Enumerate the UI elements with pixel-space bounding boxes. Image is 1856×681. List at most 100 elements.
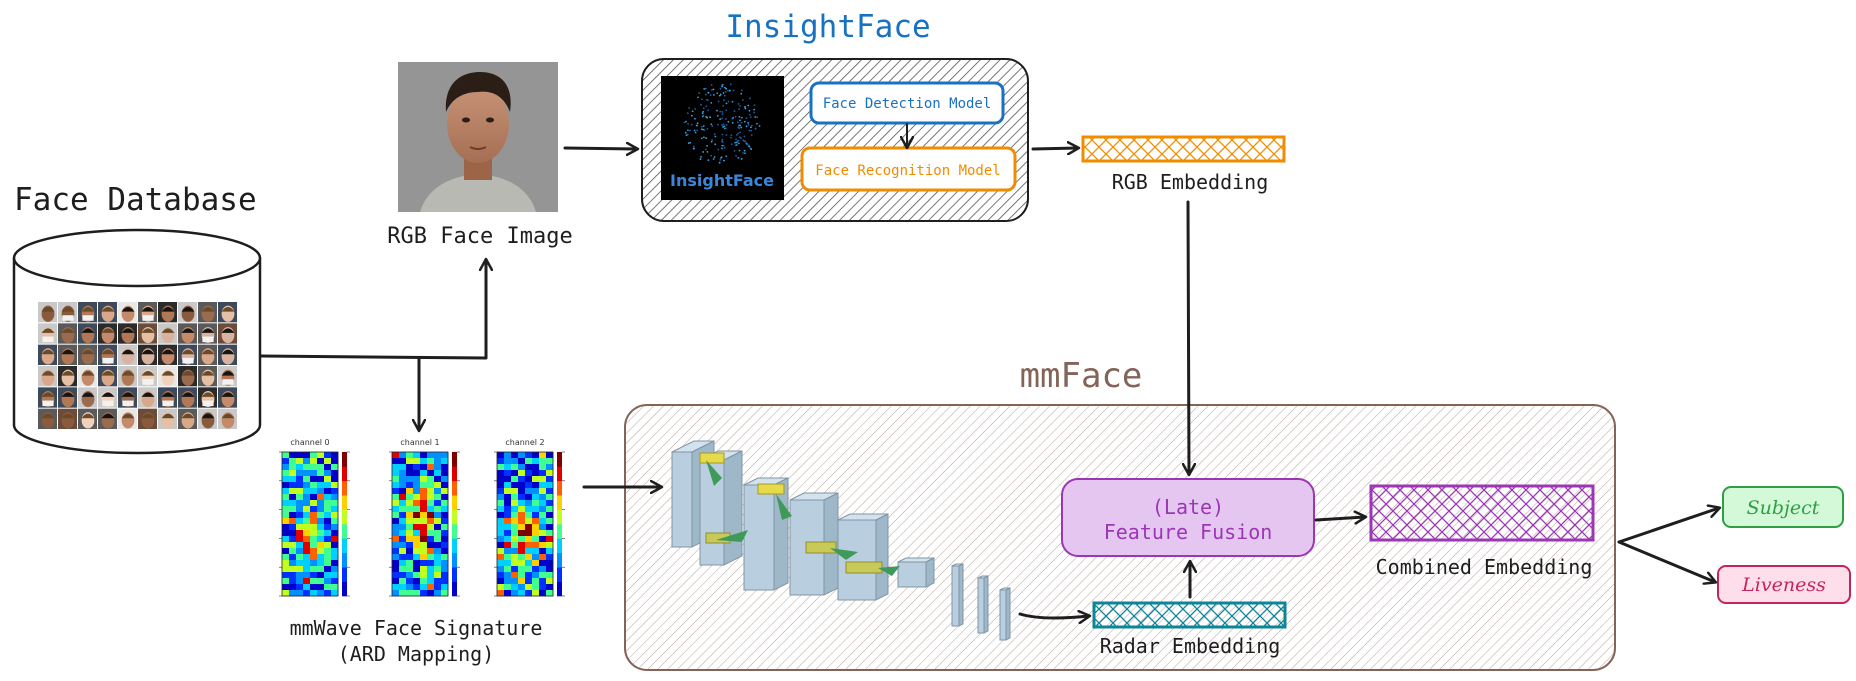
cnn-layer	[999, 587, 1011, 641]
heatmap-panel: channel 2	[494, 438, 565, 597]
cnn-layer	[743, 477, 789, 591]
rgb-to-insightface-arrow	[563, 148, 637, 149]
heatmap-panel: channel 0	[279, 438, 350, 597]
face-thumbnail	[138, 408, 157, 429]
face-thumbnail	[78, 366, 97, 387]
subject-output-label: Subject	[1747, 497, 1820, 519]
face-thumbnail	[78, 323, 97, 344]
cnn-layer	[897, 557, 935, 588]
insightface-title: InsightFace	[725, 9, 930, 45]
face-thumbnail	[98, 344, 117, 365]
face-thumbnail	[38, 302, 57, 323]
combined-to-subject-arrow	[1617, 508, 1719, 544]
face-thumbnail	[78, 387, 97, 408]
face-thumbnail	[218, 302, 237, 323]
face-thumbnail	[158, 366, 177, 387]
face-thumbnail	[138, 323, 157, 344]
face-thumbnail	[198, 302, 217, 323]
liveness-output-box	[1717, 565, 1851, 604]
feature-fusion-late-label: (Late)	[1152, 495, 1224, 519]
mmwave-signature-label-line2: (ARD Mapping)	[338, 642, 495, 666]
face-thumbnail	[118, 323, 137, 344]
face-thumbnail	[198, 366, 217, 387]
face-thumbnail	[78, 344, 97, 365]
fusion-to-combined-arrow	[1314, 517, 1365, 520]
combined-to-liveness-arrow	[1617, 540, 1715, 582]
rgb-embedding-bar	[1081, 135, 1286, 163]
mmwave-signature-label-line1: mmWave Face Signature	[290, 616, 543, 640]
heatmap-title: channel 0	[290, 438, 329, 447]
rgb-embedding-to-fusion-arrow	[1188, 200, 1189, 474]
face-thumbnail	[38, 387, 57, 408]
rgb-embedding-label: RGB Embedding	[1112, 170, 1269, 194]
feature-fusion-box	[1061, 478, 1315, 557]
face-thumbnail	[58, 323, 77, 344]
face-thumbnail	[218, 408, 237, 429]
cnn-layer	[699, 450, 743, 566]
face-thumbnail	[38, 323, 57, 344]
liveness-output-label: Liveness	[1741, 574, 1826, 596]
face-thumbnail	[178, 344, 197, 365]
cnn-layer	[977, 575, 989, 634]
face-detection-model-label: Face Detection Model	[823, 96, 992, 112]
face-thumbnail	[118, 344, 137, 365]
face-thumbnail	[138, 302, 157, 323]
face-thumbnail	[118, 408, 137, 429]
mmwave-heatmaps: channel 0 channel 1 channel 2	[279, 438, 565, 597]
conv-kernels	[699, 452, 900, 576]
subject-output-box	[1722, 486, 1844, 528]
cnn-to-radar-embedding-arrow	[1018, 614, 1089, 618]
cnn-layer	[951, 563, 964, 627]
rgb-face-image-label: RGB Face Image	[387, 224, 572, 249]
face-thumbnail	[58, 366, 77, 387]
face-thumbnail	[158, 302, 177, 323]
face-thumbnail	[198, 323, 217, 344]
face-thumbnail	[118, 366, 137, 387]
face-thumbnail	[218, 387, 237, 408]
radar-embedding-bar	[1092, 601, 1287, 629]
face-thumbnail	[138, 344, 157, 365]
face-thumbnail	[58, 344, 77, 365]
face-thumbnail	[58, 387, 77, 408]
face-thumbnail-grid	[38, 302, 237, 429]
rgb-face-photo	[398, 62, 558, 212]
face-thumbnail	[38, 408, 57, 429]
face-thumbnail	[178, 408, 197, 429]
face-thumbnail	[58, 302, 77, 323]
heatmap-title: channel 1	[400, 438, 439, 447]
cnn-layer	[837, 513, 889, 601]
face-thumbnail	[158, 323, 177, 344]
face-thumbnail	[218, 344, 237, 365]
face-thumbnail	[198, 408, 217, 429]
feature-fusion-label: Feature Fusion	[1104, 520, 1273, 544]
face-thumbnail	[158, 387, 177, 408]
face-thumbnail	[98, 323, 117, 344]
mmface-title: mmFace	[1020, 356, 1143, 396]
face-thumbnail	[118, 302, 137, 323]
face-thumbnail	[98, 302, 117, 323]
face-thumbnail	[58, 408, 77, 429]
face-thumbnail	[178, 387, 197, 408]
face-thumbnail	[218, 366, 237, 387]
face-thumbnail	[78, 408, 97, 429]
face-thumbnail	[118, 387, 137, 408]
insightface-logo: InsightFace	[661, 76, 784, 200]
face-thumbnail	[98, 366, 117, 387]
heatmap-panel: channel 1	[389, 438, 460, 597]
face-thumbnail	[178, 323, 197, 344]
cnn-architecture-illustration	[671, 440, 1011, 641]
face-thumbnail	[198, 387, 217, 408]
combined-embedding-label: Combined Embedding	[1376, 555, 1593, 579]
face-thumbnail	[178, 302, 197, 323]
heatmap-title: channel 2	[505, 438, 544, 447]
face-thumbnail	[98, 408, 117, 429]
face-thumbnail	[218, 323, 237, 344]
face-thumbnail	[38, 344, 57, 365]
face-thumbnail	[78, 302, 97, 323]
face-thumbnail	[138, 387, 157, 408]
database-to-rgb-arrow	[259, 260, 486, 360]
face-thumbnail	[198, 344, 217, 365]
insightface-logo-text: InsightFace	[670, 171, 774, 190]
face-thumbnail	[38, 366, 57, 387]
